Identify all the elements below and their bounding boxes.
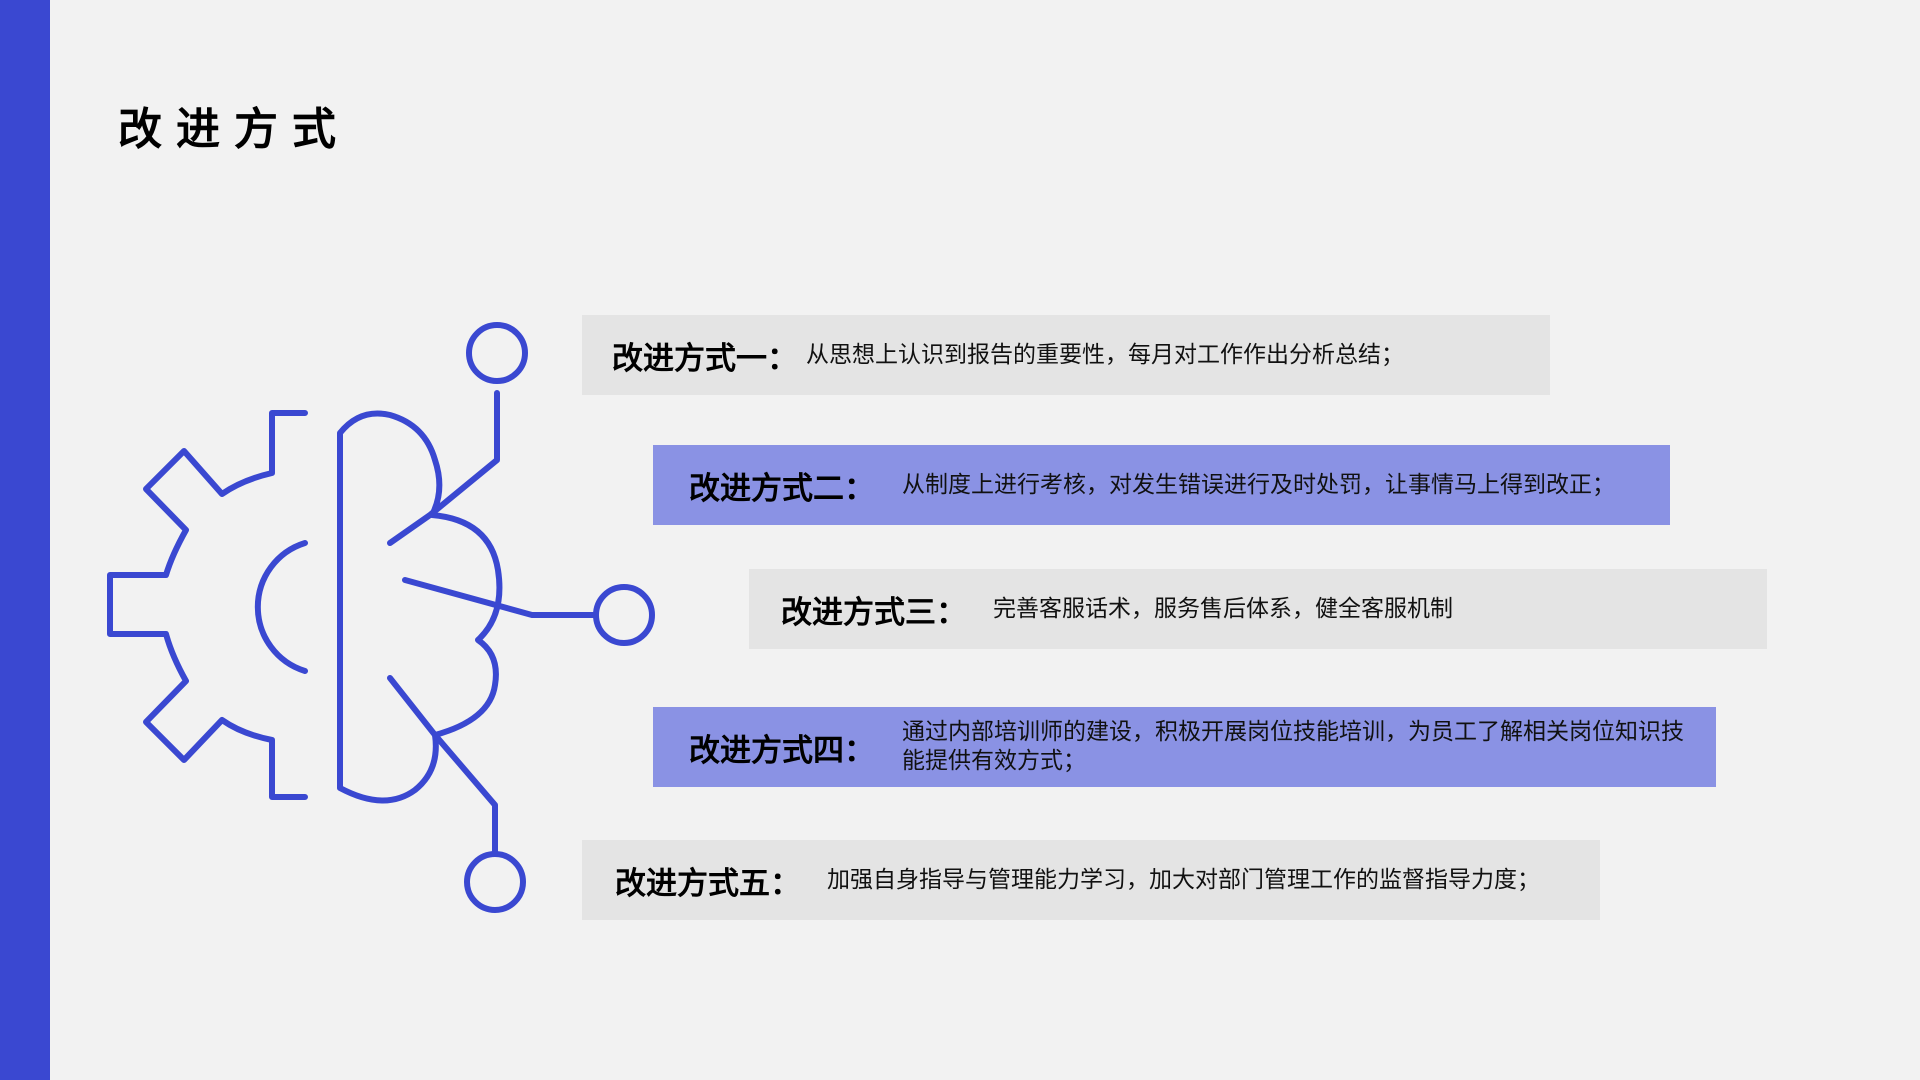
item-text: 通过内部培训师的建设，积极开展岗位技能培训，为员工了解相关岗位知识技能提供有效方… [902, 719, 1684, 774]
item-label: 改进方式四： [689, 732, 875, 769]
item-text: 从思想上认识到报告的重要性，每月对工作作出分析总结； [806, 341, 1404, 368]
left-accent-bar [0, 0, 50, 1080]
item-label: 改进方式五： [615, 865, 801, 902]
item-label: 改进方式一： [612, 340, 798, 377]
improvement-item-5: 改进方式五： 加强自身指导与管理能力学习，加大对部门管理工作的监督指导力度； [582, 840, 1600, 920]
item-text: 加强自身指导与管理能力学习，加大对部门管理工作的监督指导力度； [827, 866, 1540, 893]
item-text: 完善客服话术，服务售后体系，健全客服机制 [993, 595, 1453, 622]
improvement-item-2: 改进方式二： 从制度上进行考核，对发生错误进行及时处罚，让事情马上得到改正； [653, 445, 1670, 525]
page-title: 改进方式 [118, 104, 350, 155]
item-text: 从制度上进行考核，对发生错误进行及时处罚，让事情马上得到改正； [902, 471, 1615, 498]
improvement-item-1: 改进方式一： 从思想上认识到报告的重要性，每月对工作作出分析总结； [582, 315, 1550, 395]
improvement-item-3: 改进方式三： 完善客服话术，服务售后体系，健全客服机制 [749, 569, 1767, 649]
improvement-item-4: 改进方式四： 通过内部培训师的建设，积极开展岗位技能培训，为员工了解相关岗位知识… [653, 707, 1716, 787]
item-label: 改进方式二： [689, 470, 875, 507]
item-label: 改进方式三： [781, 594, 967, 631]
brain-gear-icon [107, 322, 655, 913]
